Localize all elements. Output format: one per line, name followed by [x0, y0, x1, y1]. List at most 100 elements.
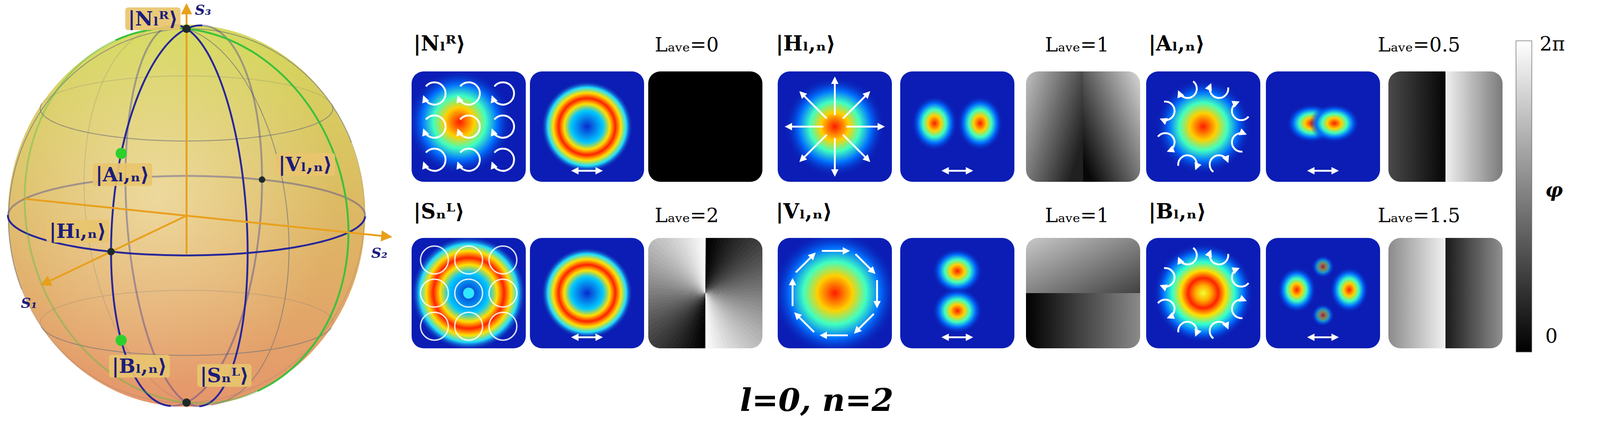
- axis-label: S₃: [194, 1, 212, 19]
- polarizer-arrow: [943, 336, 971, 339]
- sphere-circle: [110, 25, 203, 252]
- colorbar: [1516, 40, 1532, 353]
- ket-label: |Sₙᴸ⟩: [413, 199, 465, 224]
- image-tile: [1025, 238, 1141, 349]
- sphere-circle: [40, 290, 334, 329]
- polarization-arrow: [1232, 133, 1246, 152]
- state-dot: [182, 398, 191, 407]
- colorbar-tick: 2π: [1539, 32, 1565, 56]
- image-tile: [1146, 238, 1261, 349]
- intensity-lobe: [1277, 267, 1317, 313]
- image-tile: [648, 238, 763, 349]
- ket-label: |Bₗ,ₙ⟩: [1148, 199, 1207, 224]
- state-label: |Aₗ,ₙ⟩: [92, 163, 153, 187]
- phase-half: [1388, 71, 1446, 182]
- polarization-arrow: [458, 82, 480, 105]
- image-tile: [529, 238, 645, 349]
- state-dot: [182, 24, 191, 33]
- polarization-arrow: [1209, 155, 1228, 173]
- phase-map: [648, 71, 763, 182]
- polarization-arrow: [1232, 299, 1246, 319]
- phase-half: [1083, 71, 1141, 182]
- image-tile: [1388, 238, 1503, 349]
- polarization-arrow: [842, 134, 869, 161]
- polarization-arrow: [791, 280, 794, 307]
- sphere-circle: [7, 215, 111, 252]
- image-tile: [648, 71, 763, 182]
- phase-wedge: [648, 293, 706, 310]
- image-tile: [900, 71, 1015, 182]
- phase-half: [1025, 293, 1141, 349]
- poincare-sphere: [7, 6, 389, 407]
- state-dot: [107, 248, 115, 256]
- polarizer-arrow: [1309, 336, 1337, 339]
- polarizer-arrow: [1309, 169, 1337, 172]
- intensity-ring: [541, 247, 633, 340]
- intensity-blob: [1153, 243, 1254, 344]
- oam-value: Lₐᵥₑ=0: [654, 33, 719, 57]
- polarization-circle: [420, 279, 449, 308]
- image-tile: [411, 71, 526, 182]
- polarization-arrow: [1179, 247, 1197, 265]
- polarization-arrow: [1157, 133, 1175, 151]
- intensity-blob: [777, 238, 892, 349]
- ket-label: |Vₗ,ₙ⟩: [775, 199, 833, 224]
- polarization-arrow: [842, 92, 869, 119]
- intensity-lobe: [911, 96, 958, 151]
- polarization-arrow: [1209, 251, 1229, 265]
- polarization-circle: [489, 312, 517, 341]
- polarization-arrow: [492, 82, 515, 105]
- state-label: |Hₗ,ₙ⟩: [46, 219, 110, 243]
- polarization-arrow: [492, 115, 515, 138]
- colorbar-tick: 0: [1545, 324, 1558, 348]
- state-dot: [115, 335, 127, 347]
- state-dot: [115, 148, 127, 160]
- ket-label: |Aₗ,ₙ⟩: [1148, 31, 1205, 56]
- image-tile: [411, 238, 526, 349]
- polarization-arrow: [800, 134, 827, 161]
- sphere-circle: [110, 251, 171, 407]
- polarization-circle: [489, 246, 517, 275]
- intensity-lobe: [957, 96, 1003, 151]
- ket-label: |Hₗ,ₙ⟩: [775, 31, 836, 56]
- tile-background: [1146, 71, 1261, 182]
- sphere-circle: [8, 28, 352, 290]
- sphere-circle: [110, 216, 366, 256]
- polarization-arrow: [846, 125, 884, 128]
- tile-background: [900, 238, 1015, 349]
- polarization-arrow: [833, 78, 836, 116]
- intensity-blob: [1155, 78, 1252, 175]
- polarization-arrow: [1161, 101, 1175, 121]
- polarization-arrow: [1157, 299, 1175, 318]
- image-tile: [900, 238, 1015, 349]
- image-tile: [777, 71, 892, 182]
- polarization-circle: [454, 279, 483, 308]
- polarization-arrow: [795, 254, 815, 273]
- oam-value: Lₐᵥₑ=2: [654, 204, 719, 227]
- image-tile: [1025, 71, 1141, 182]
- polarization-arrow: [424, 148, 446, 171]
- tile-background: [1265, 238, 1381, 349]
- polarization-circle: [420, 246, 449, 275]
- phase-wedge: [704, 293, 712, 349]
- image-tile: [777, 238, 892, 349]
- axis-label: S₂: [371, 245, 388, 262]
- tile-background: [1146, 238, 1261, 349]
- polarization-arrow: [821, 250, 848, 252]
- sphere-circle: [115, 27, 349, 233]
- intensity-core: [463, 287, 475, 299]
- axis-s1: [43, 215, 187, 285]
- polarization-circle: [454, 246, 483, 275]
- oam-value: Lₐᵥₑ=1: [1045, 33, 1110, 57]
- image-tile: [1146, 71, 1261, 182]
- polarization-arrow: [424, 82, 446, 105]
- state-label: |Nₗᴿ⟩: [125, 7, 181, 31]
- polarization-arrow: [855, 254, 875, 273]
- oam-value: Lₐᵥₑ=1: [1045, 204, 1110, 227]
- phase-half: [1388, 238, 1446, 349]
- polarization-arrow: [1232, 269, 1249, 287]
- intensity-lobe: [932, 248, 983, 294]
- tile-background: [529, 238, 645, 349]
- intensity-ring: [541, 81, 633, 173]
- intensity-lobe: [1329, 267, 1369, 313]
